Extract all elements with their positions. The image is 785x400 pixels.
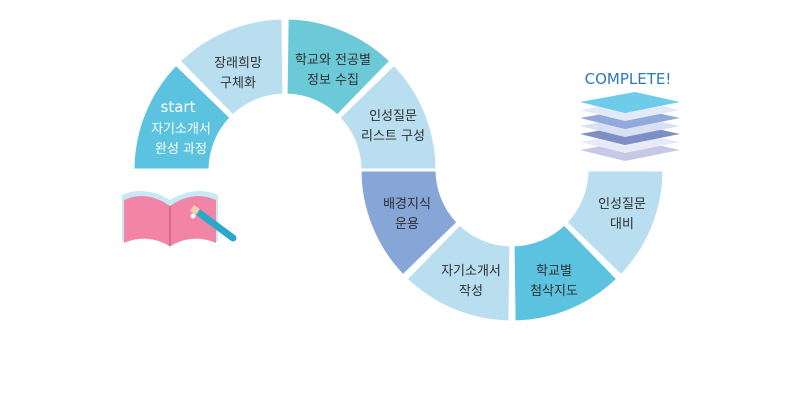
step-label-1-line-2: 완성 과정 bbox=[155, 142, 207, 157]
step-label-4-line-2: 리스트 구성 bbox=[361, 129, 425, 144]
pencil-icon bbox=[190, 205, 237, 242]
step-segment-7 bbox=[511, 221, 621, 324]
open-book-icon bbox=[122, 191, 218, 247]
step-segment-6 bbox=[403, 221, 513, 324]
step-segment-1 bbox=[131, 61, 234, 172]
step-label-3-line-2: 정보 수집 bbox=[307, 73, 359, 88]
step-label-3-line-1: 학교와 전공별 bbox=[295, 53, 371, 68]
step-label-5-line-2: 운용 bbox=[395, 217, 419, 232]
step-label-6-line-2: 작성 bbox=[459, 284, 483, 299]
stacked-papers-icon bbox=[580, 92, 680, 161]
start-label: start bbox=[161, 98, 196, 116]
step-label-7-line-1: 학교별 bbox=[536, 264, 572, 279]
step-label-6-line-1: 자기소개서 bbox=[441, 264, 501, 279]
step-label-2-line-1: 장래희망 bbox=[214, 56, 262, 71]
step-label-8-line-1: 인성질문 bbox=[598, 197, 646, 212]
step-label-4-line-1: 인성질문 bbox=[369, 109, 417, 124]
step-segment-2 bbox=[176, 16, 286, 119]
step-label-1-line-1: 자기소개서 bbox=[151, 122, 211, 137]
step-label-8-line-2: 대비 bbox=[610, 217, 634, 232]
step-segment-8 bbox=[563, 168, 666, 279]
complete-label: COMPLETE! bbox=[585, 70, 672, 88]
step-label-5-line-1: 배경지식 bbox=[383, 197, 431, 212]
step-label-2-line-2: 구체화 bbox=[220, 76, 256, 91]
step-segment-3 bbox=[284, 16, 394, 119]
step-segment-5 bbox=[358, 168, 461, 279]
step-label-7-line-2: 첨삭지도 bbox=[530, 284, 578, 299]
